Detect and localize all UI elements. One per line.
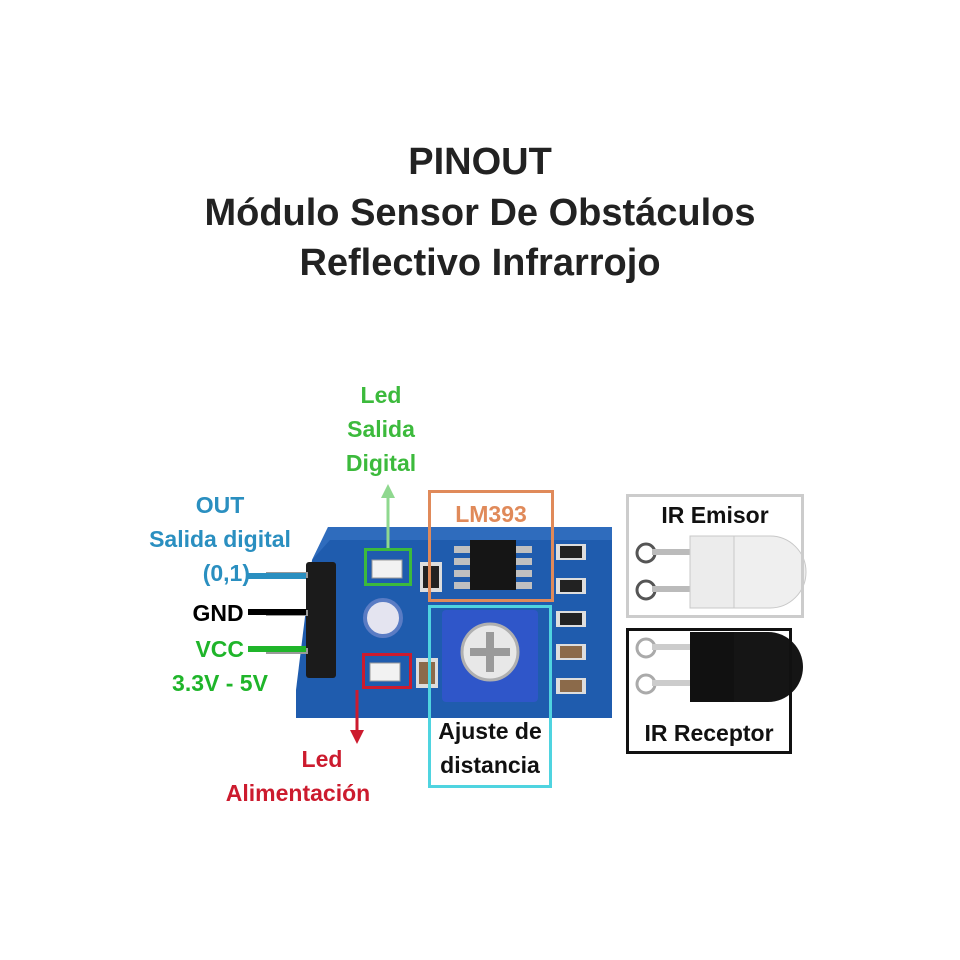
lm393-label: LM393 [455, 501, 527, 527]
ir-receptor-label: IR Receptor [644, 720, 774, 746]
led-salida-label: Led Salida Digital [326, 378, 436, 480]
led-alimentacion-highlight [362, 653, 412, 689]
ir-emisor-highlight [626, 494, 804, 618]
ir-emitter-component [635, 535, 807, 609]
led-alimentacion-line-1: Led [301, 746, 343, 772]
title-line-3: Reflectivo Infrarrojo [299, 242, 661, 284]
out-line-3: (0,1) [202, 560, 250, 586]
smd-resistors [416, 544, 586, 694]
ajuste-line-2: distancia [440, 752, 540, 778]
led-salida-line-2: Salida [347, 416, 415, 442]
out-label: OUT Salida digital (0,1) [132, 488, 308, 590]
lm393-highlight [428, 490, 554, 602]
ajuste-line-1: Ajuste de [438, 718, 542, 744]
led-alimentacion-line-2: Alimentación [225, 780, 371, 806]
ir-receptor-highlight [626, 628, 792, 754]
ir-receiver-component [635, 632, 803, 702]
led-salida-highlight [364, 548, 412, 586]
ajuste-label: Ajuste de distancia [428, 714, 552, 782]
title-line-2: Módulo Sensor De Obstáculos [204, 192, 756, 234]
title-line-1: PINOUT [408, 141, 552, 183]
gnd-label: GND [192, 600, 244, 626]
ir-emisor-label: IR Emisor [661, 502, 769, 528]
led-alimentacion-label: Led Alimentación [208, 742, 388, 810]
led-power-component [369, 662, 401, 682]
lm393-chip [454, 540, 532, 590]
led-out-component [371, 559, 403, 579]
ajuste-highlight [428, 605, 552, 788]
out-line-1: OUT [195, 492, 245, 518]
out-line-2: Salida digital [149, 526, 291, 552]
potentiometer [442, 610, 538, 702]
mounting-hole [363, 598, 403, 638]
led-salida-line-3: Digital [345, 450, 417, 476]
led-salida-line-1: Led [360, 382, 402, 408]
vcc-line-1: VCC [195, 636, 244, 662]
vcc-line-2: 3.3V - 5V [172, 670, 268, 696]
vcc-label: VCC 3.3V - 5V [150, 632, 290, 700]
